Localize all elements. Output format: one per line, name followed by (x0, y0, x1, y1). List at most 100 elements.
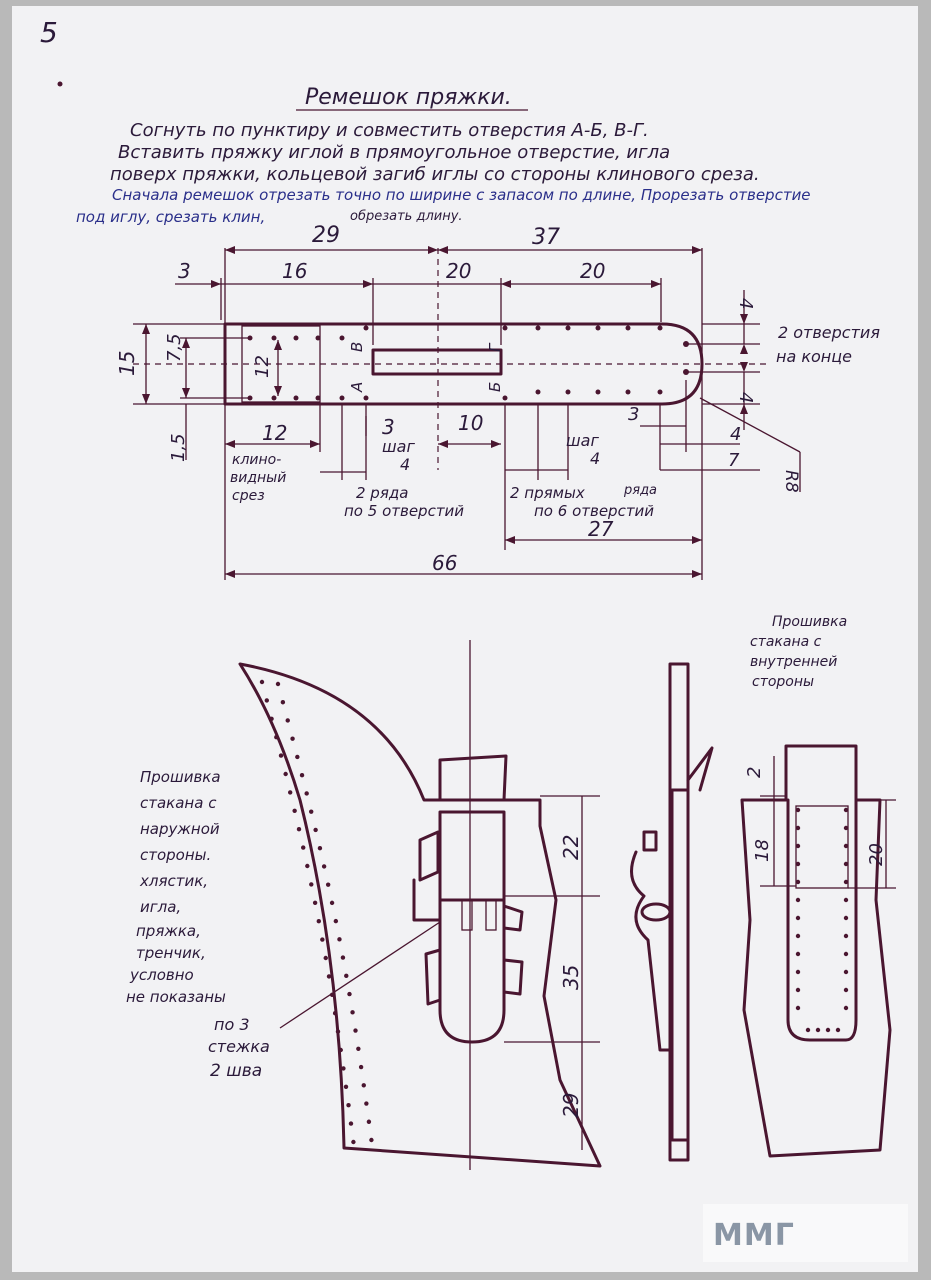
stitch-dot (292, 808, 297, 813)
stitch-dot (340, 955, 346, 960)
dim-1-5: 1,5 (168, 433, 189, 462)
dim-18: 18 (752, 839, 773, 862)
stitch-dot (278, 753, 284, 758)
stitch-dot (843, 969, 849, 975)
dim-29-lower: 29 (559, 1093, 583, 1118)
note-rows5-1: 2 ряда (356, 484, 408, 502)
stitch-dot (301, 845, 306, 850)
hole (535, 389, 541, 395)
instruction-line-3: поверх пряжки, кольцевой загиб иглы со с… (110, 164, 760, 185)
stitch-dot (795, 915, 801, 921)
hole (502, 395, 508, 401)
stitch-dot (356, 1046, 361, 1052)
buckle-clip-lower (502, 958, 524, 996)
stitch-dot (335, 1029, 341, 1034)
arrowheads (142, 246, 748, 578)
stitch-dot (843, 825, 849, 831)
stitch-dot (347, 991, 352, 997)
stitch-dot (343, 1084, 349, 1090)
note-holes-end-2: на конце (776, 347, 852, 366)
dim-29: 29 (312, 223, 340, 248)
stitch-dot (795, 987, 801, 993)
hole (293, 335, 299, 341)
stitch-dot (843, 843, 849, 849)
hole (535, 325, 541, 331)
stitch-dot (843, 807, 849, 813)
stitch-dot (269, 716, 274, 721)
dim-20a: 20 (446, 259, 471, 283)
mark-v: В (348, 342, 366, 352)
holster-outline (238, 662, 602, 1168)
flap (686, 746, 714, 792)
stitch-dot (287, 790, 293, 795)
dim-15: 15 (115, 351, 139, 376)
stitch-dot (843, 915, 849, 921)
extension-lines (133, 248, 760, 580)
dim-66: 66 (432, 551, 457, 575)
instruction-line-5a: под иглу, срезать клин, (76, 208, 265, 226)
inside-label-2: стакана с (750, 634, 822, 650)
buckle-profile (630, 850, 674, 1052)
hole (595, 389, 601, 395)
buckle-frame (418, 830, 440, 882)
stitch-dot (795, 1005, 801, 1011)
stitch-dot (795, 951, 801, 957)
stitch-dot (369, 1137, 374, 1143)
dim-20-inside: 20 (866, 843, 887, 866)
dim-7: 7 (728, 450, 740, 471)
stitch-dot (843, 933, 849, 939)
dim-2: 2 (744, 767, 765, 778)
stitch-dot (795, 861, 801, 867)
stitch-dot (843, 987, 849, 993)
title: Ремешок пряжки. (305, 85, 512, 110)
note-step-a1: шаг (382, 437, 415, 456)
dim-35: 35 (559, 965, 583, 990)
dim-7-5: 7,5 (164, 333, 185, 362)
stitch-label-3: 2 шва (210, 1061, 262, 1081)
instruction-line-5b: обрезать длину. (350, 209, 463, 224)
stitch-dot (264, 698, 269, 703)
dimension-lines (145, 249, 801, 575)
stitch-dot (275, 681, 281, 687)
strap-stub (438, 754, 508, 802)
stitch-dot (320, 937, 325, 942)
note-step-a2: 4 (400, 455, 410, 474)
stitch-dot (326, 974, 332, 979)
stitch-dot (795, 825, 801, 831)
belt-profile (668, 662, 690, 1162)
mark-g: Г (486, 342, 504, 352)
dim-12-vertical: 12 (252, 355, 273, 378)
hole (339, 335, 345, 341)
stitch-dot (290, 736, 295, 741)
stitch-dot (285, 718, 290, 723)
stitch-dot (843, 861, 849, 867)
label-line: не показаны (126, 988, 226, 1006)
note-rows6-1b: ряда (623, 483, 657, 498)
inside-patch (795, 805, 849, 889)
inside-label-1: Прошивка (772, 614, 847, 630)
stitch-dot (346, 1103, 351, 1108)
stitch-dot (825, 1027, 831, 1033)
stitch-dot (309, 809, 314, 814)
label-line: стакана с (140, 794, 217, 812)
stitch-dot (364, 1101, 369, 1106)
stitch-dot (316, 919, 321, 924)
stitch-dot (795, 933, 801, 939)
hole (657, 389, 663, 395)
stitch-dot (350, 1010, 355, 1015)
stitch-dot (295, 754, 300, 760)
watermark-text: ММГ (713, 1218, 795, 1253)
note-wedge-3: срез (232, 488, 265, 504)
note-rows5-2: по 5 отверстий (344, 502, 464, 520)
inside-outline (740, 744, 892, 1158)
stitch-dot (341, 1066, 346, 1071)
stitch-dot (283, 771, 288, 777)
holster-wall (670, 788, 690, 1142)
stitch-dot (835, 1027, 841, 1033)
inside-label-3: внутренней (750, 654, 837, 670)
stitch-dot (344, 973, 349, 979)
stitch-label-2: стежка (208, 1037, 270, 1056)
stitch-dot (332, 1011, 338, 1016)
stitch-dot (805, 1027, 811, 1033)
stitch-dot (304, 791, 309, 796)
